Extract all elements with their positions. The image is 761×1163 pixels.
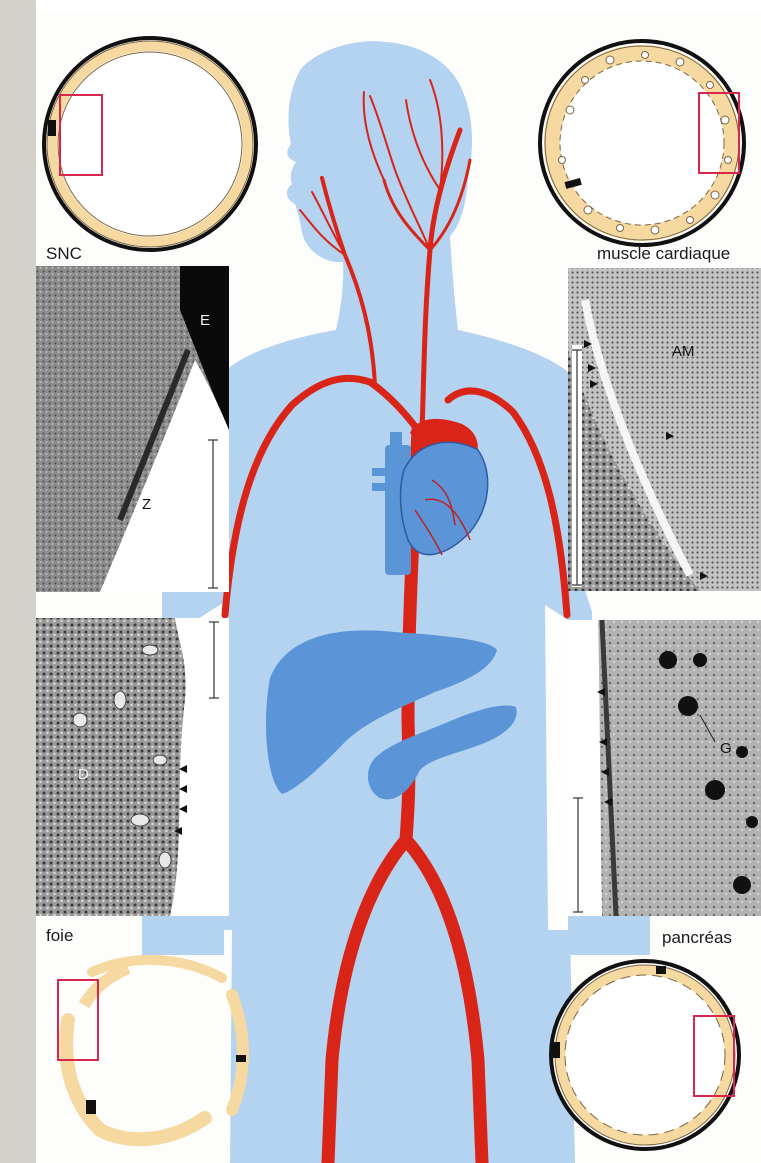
capillary-diagram-muscle bbox=[540, 41, 744, 245]
micrograph-muscle bbox=[568, 268, 761, 591]
micrograph-label-g: G bbox=[720, 740, 732, 757]
label-foie: foie bbox=[46, 926, 73, 946]
micrograph-label-z: Z bbox=[142, 496, 151, 513]
micrograph-label-d: D bbox=[78, 766, 89, 783]
capillary-diagram-snc bbox=[44, 38, 256, 250]
label-pancreas: pancréas bbox=[662, 928, 732, 948]
micrograph-label-am: AM bbox=[672, 343, 695, 360]
label-muscle-cardiaque: muscle cardiaque bbox=[597, 244, 730, 264]
capillary-diagram-foie bbox=[58, 960, 246, 1139]
label-snc: SNC bbox=[46, 244, 82, 264]
capillary-diagram-pancreas bbox=[551, 961, 739, 1149]
micrograph-label-e: E bbox=[200, 312, 210, 329]
micrograph-pancreas bbox=[568, 620, 761, 916]
micrograph-foie bbox=[36, 618, 229, 916]
